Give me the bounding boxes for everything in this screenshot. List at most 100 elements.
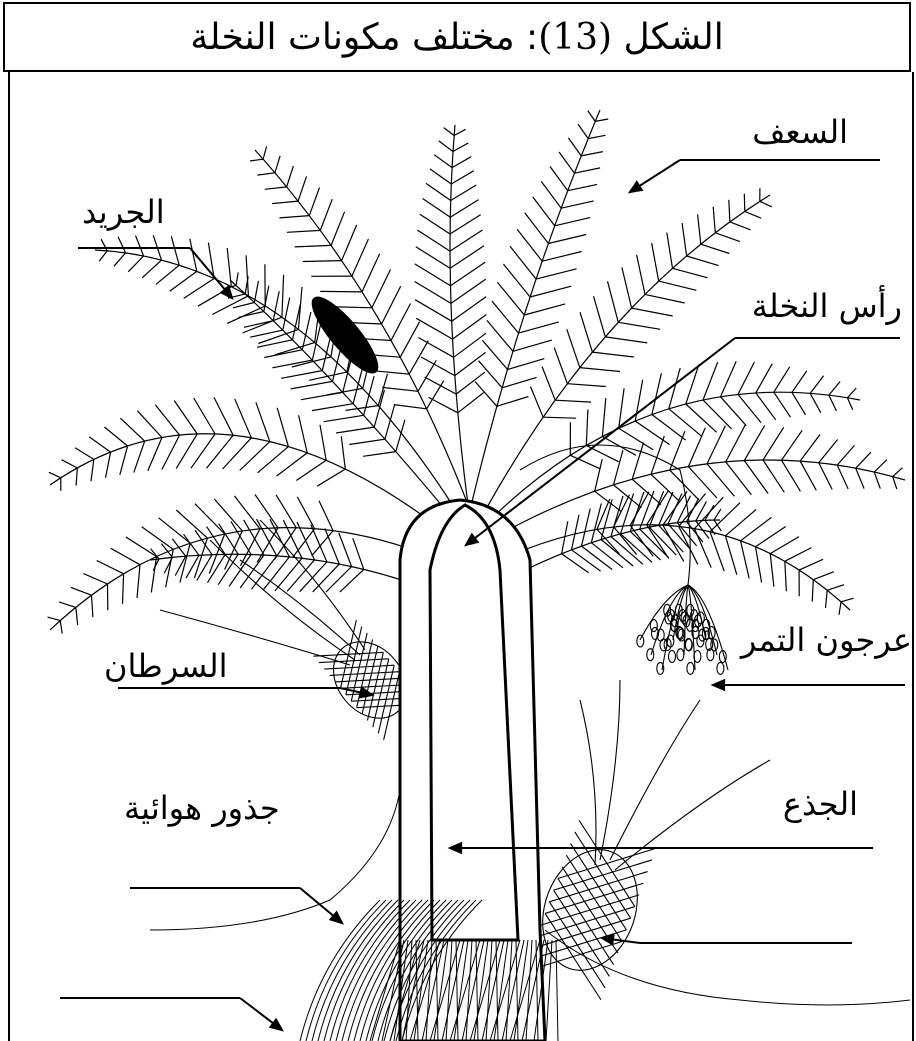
leaflet [782,460,801,491]
leaflet [703,362,718,400]
leaflet [614,485,642,508]
leaflet [263,146,267,159]
date-fruit [717,662,724,674]
leaflet [453,315,487,340]
leaflet [595,459,603,491]
leaflet [320,199,332,230]
leaflet [605,337,647,343]
leaflet [234,496,260,529]
leaflet [142,527,174,550]
leaflet [453,143,468,152]
leaflet [400,322,419,358]
frond-rachis [470,110,600,510]
leaflet [277,408,288,447]
leaflet [744,194,745,212]
leaflet [272,201,298,204]
leaflet [562,554,589,573]
leaflet [774,367,790,392]
leaflet [197,555,212,581]
label-crab: السرطان [104,650,228,682]
leaflet [531,387,544,418]
leaflet [592,352,634,357]
label-fronds-leaflets: السعف [752,116,848,148]
leaflet [382,387,418,391]
leaflet [770,554,774,587]
leaflet [114,253,126,266]
leaflet [847,398,852,410]
leaflet [353,538,364,569]
leaflet [632,479,661,504]
leaflet [525,213,549,244]
leaflet [524,304,565,315]
label-aerial-roots: جذور هوائية [124,792,280,824]
leaflet [508,359,545,370]
leaflet [810,393,821,412]
leaflet [785,548,812,562]
trunk-outline [400,500,545,1041]
leaflet [819,463,833,490]
leaflet [429,397,458,412]
leaflet [49,472,61,478]
leaflet [497,282,524,315]
arrowhead [713,680,724,689]
leaflet [295,245,331,247]
leaflet [301,392,343,399]
leaflet [741,541,750,579]
leaflet [555,218,590,226]
leaflet [439,141,453,152]
leaflet [120,418,144,441]
leaflet [450,246,484,268]
leaflet [760,201,772,206]
leaflet [104,427,127,446]
leaflet [281,371,322,379]
leaflet [667,233,673,269]
leaflet [705,505,714,520]
leaflet [258,447,289,473]
leaflet [536,269,577,279]
leaflet [283,298,290,331]
leaflet [670,431,685,470]
leaflet [276,495,296,528]
leaflet [503,264,530,297]
leaflet [580,368,620,372]
leaflet [517,229,542,261]
date-fruit [647,649,654,661]
leaflet [622,267,632,308]
leaflet [186,555,199,578]
leaflet [250,159,263,161]
leaflet [312,404,353,411]
leaflet [874,460,887,472]
leaflet [336,427,374,433]
leaflet [594,296,606,337]
leaflet [813,572,834,580]
leaflet [300,562,327,592]
leaflet [713,207,715,233]
leaflet [415,264,451,286]
leaflet [542,252,581,262]
leaflet [792,371,807,393]
leaflet [619,388,624,428]
leaflet [595,119,608,121]
leaflet [325,528,340,564]
leaflet [430,169,451,184]
leaflet [420,214,450,234]
leaflet [296,460,326,480]
leaflet [555,400,591,402]
leaflet [243,317,282,333]
leaflet [299,415,308,453]
leaflet [137,411,162,438]
leaflet [856,452,871,468]
leaflet [148,438,162,471]
leaflet [273,291,279,320]
label-palm-head: رأس النخلة [752,290,902,322]
leaflet [92,595,93,617]
leaflet [837,445,854,465]
leaflet [415,282,451,304]
leaflet [451,185,477,201]
date-fruit [650,620,657,632]
leaflet [651,436,664,474]
leaflet [763,460,784,492]
leaflet [741,517,772,540]
